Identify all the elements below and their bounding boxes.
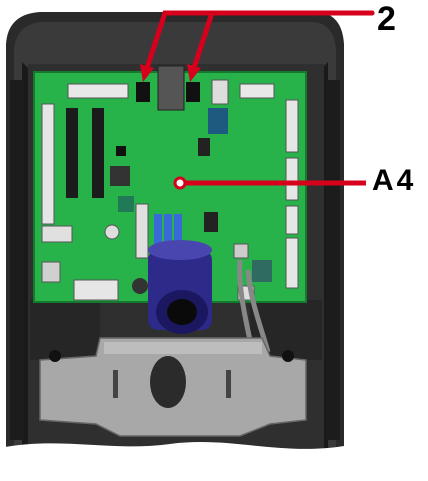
capacitor bbox=[148, 240, 212, 334]
bracket bbox=[39, 337, 307, 437]
pointer-line-board bbox=[173, 176, 366, 190]
cutaway bbox=[0, 442, 344, 476]
arrow-head-right bbox=[187, 64, 201, 82]
arrow-head-left bbox=[140, 64, 154, 82]
circuit-board bbox=[33, 65, 307, 303]
callout-label-connectors: 2 bbox=[377, 0, 396, 38]
pointer-arrows bbox=[144, 10, 375, 71]
callout-label-board: A4 bbox=[372, 164, 417, 197]
